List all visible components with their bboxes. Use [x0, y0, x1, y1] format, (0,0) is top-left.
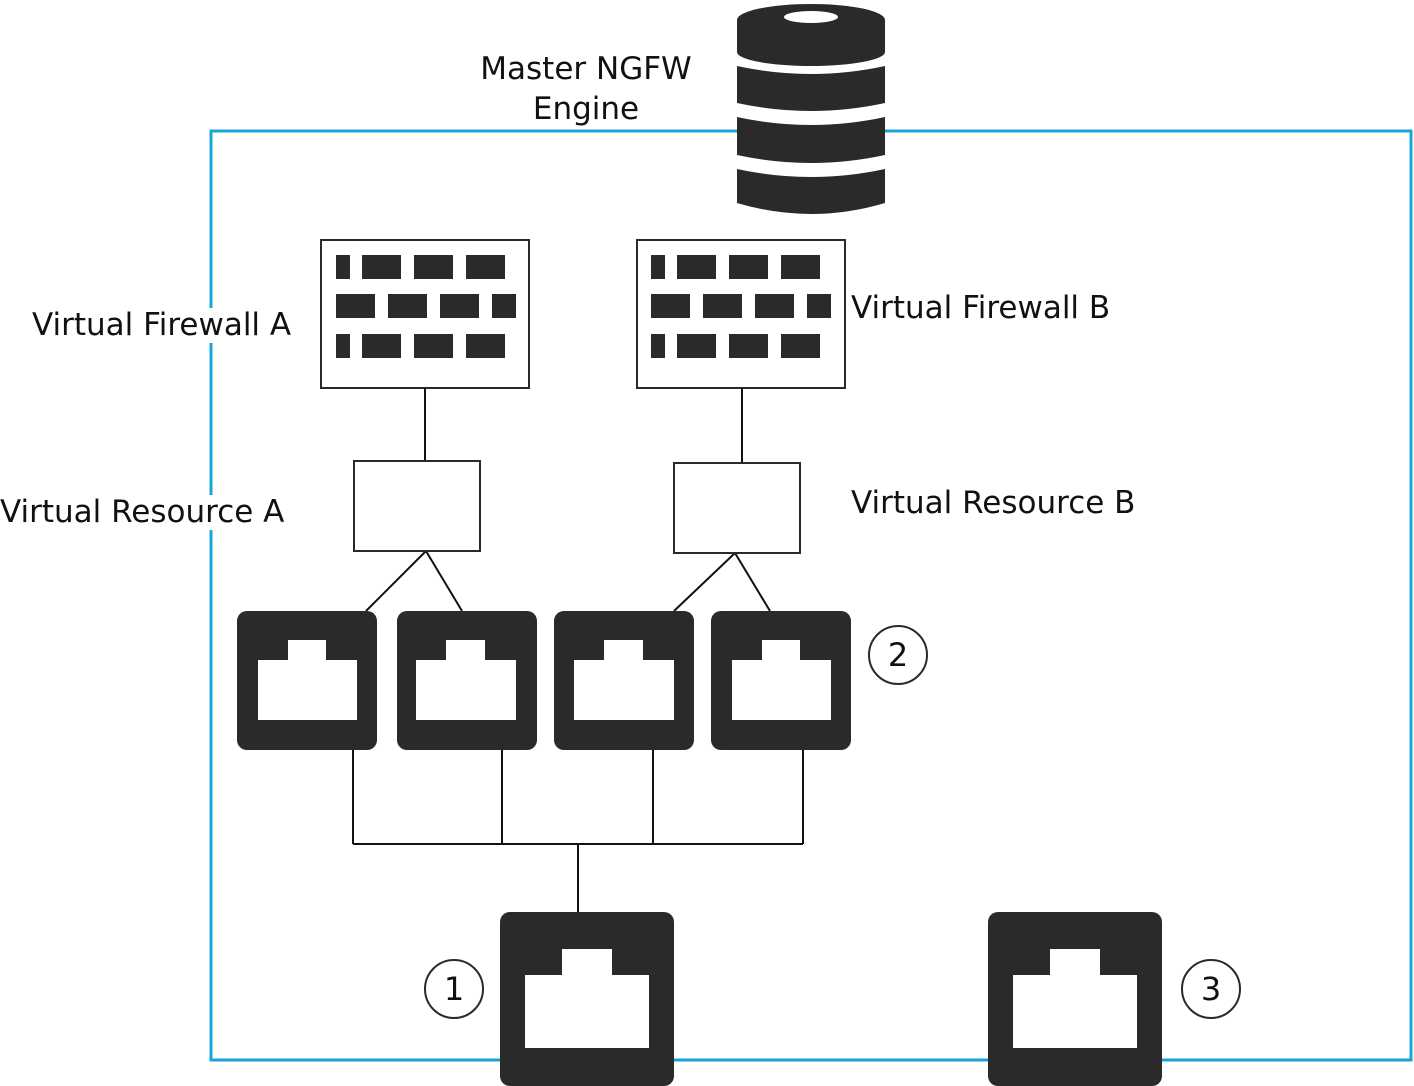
connector-lines	[352, 388, 804, 912]
ethernet-port-icon	[397, 611, 537, 750]
virtual-firewall-a-label: Virtual Firewall A	[32, 307, 292, 343]
firewall-b-icon	[636, 239, 846, 389]
callout-2: 2	[868, 625, 928, 685]
callout-3: 3	[1181, 959, 1241, 1019]
callout-1: 1	[424, 959, 484, 1019]
ethernet-port-icon	[500, 912, 674, 1086]
firewall-a-icon	[320, 239, 530, 389]
ethernet-port-icon	[554, 611, 694, 750]
virtual-firewall-b-label: Virtual Firewall B	[851, 290, 1111, 326]
ethernet-port-icon	[237, 611, 377, 750]
ethernet-port-icon	[711, 611, 851, 750]
database-server-icon	[737, 4, 885, 214]
ethernet-port-icon	[988, 912, 1162, 1086]
master-engine-label: Master NGFW Engine	[480, 51, 692, 127]
virtual-resource-b-label: Virtual Resource B	[851, 485, 1136, 521]
virtual-resource-a-label: Virtual Resource A	[0, 494, 285, 530]
virtual-resource-b-box	[673, 462, 801, 554]
virtual-resource-a-box	[353, 460, 481, 552]
